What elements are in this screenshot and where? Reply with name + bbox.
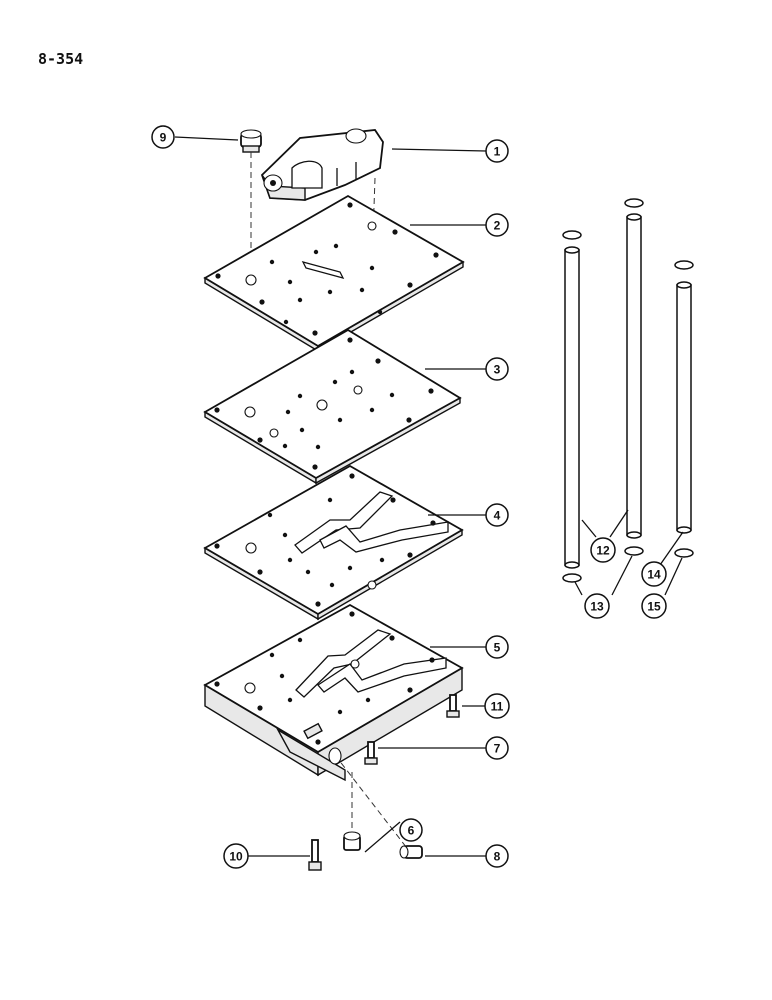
plug: [240, 129, 262, 153]
callout-12: 12: [590, 537, 616, 563]
callout-label: 6: [408, 824, 415, 838]
plug-8: [399, 845, 423, 859]
valve-body: [260, 128, 384, 201]
callout-4: 4: [485, 503, 509, 527]
callout-9: 9: [151, 125, 175, 149]
callout-label: 2: [494, 219, 501, 233]
plug-6: [343, 831, 361, 851]
callout-label: 15: [647, 600, 661, 614]
callout-7: 7: [485, 736, 509, 760]
callout-2: 2: [485, 213, 509, 237]
tube-right: [674, 260, 694, 558]
bolt-right: [446, 694, 460, 718]
callout-label: 3: [494, 363, 501, 377]
callout-11: 11: [484, 693, 510, 719]
callout-5: 5: [485, 635, 509, 659]
callout-label: 1: [494, 145, 501, 159]
callout-label: 12: [596, 544, 610, 558]
callout-label: 11: [491, 700, 504, 714]
tube-middle: [624, 198, 644, 556]
callout-label: 5: [494, 641, 501, 655]
page-code: 8-354: [38, 50, 84, 68]
callout-label: 13: [590, 600, 604, 614]
callout-10: 10: [223, 843, 249, 869]
callout-1: 1: [485, 139, 509, 163]
callout-15: 15: [641, 593, 667, 619]
gasket-plate: [203, 328, 462, 485]
callout-label: 10: [229, 850, 243, 864]
callout-3: 3: [485, 357, 509, 381]
callout-label: 7: [494, 742, 501, 756]
base-plate: [203, 603, 464, 782]
callout-label: 4: [494, 509, 501, 523]
callout-8: 8: [485, 844, 509, 868]
leader-lines: [174, 136, 684, 857]
callout-label: 14: [647, 568, 661, 582]
callout-13: 13: [584, 593, 610, 619]
callout-label: 8: [494, 850, 501, 864]
channel-plate: [203, 464, 464, 621]
tube-left: [562, 230, 582, 583]
bolt-left: [308, 839, 322, 871]
callout-14: 14: [641, 561, 667, 587]
callout-label: 9: [160, 131, 167, 145]
separator-plate-top: [203, 194, 465, 353]
bolt-center: [364, 741, 378, 765]
callout-6: 6: [399, 818, 423, 842]
